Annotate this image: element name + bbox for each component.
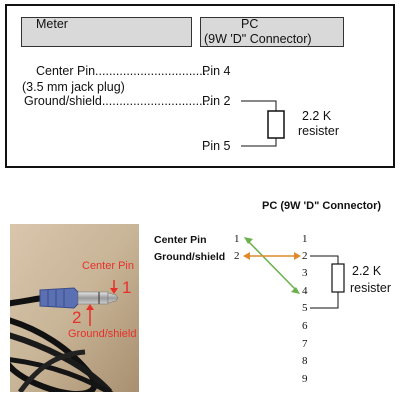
pc-pin-7: 7 bbox=[302, 338, 308, 350]
pc-pin-3: 3 bbox=[302, 267, 308, 279]
jack-plug-photo: Center Pin 1 2 Ground/shield bbox=[10, 224, 139, 392]
lower-wire-pin5 bbox=[310, 292, 339, 309]
pc-header-box bbox=[200, 17, 344, 47]
green-wire bbox=[247, 240, 297, 291]
pc-connector-title: PC (9W 'D" Connector) bbox=[262, 200, 382, 212]
photo-ground-label: Ground/shield bbox=[68, 328, 137, 340]
lower-wire-pin2 bbox=[310, 255, 339, 264]
pc-connector-header: (9W 'D" Connector) bbox=[204, 32, 312, 46]
top-resistor bbox=[267, 110, 285, 139]
center-pin-connection: Center Pin..............................… bbox=[36, 64, 210, 78]
pc-pin-5: 5 bbox=[302, 302, 308, 314]
lower-wiring bbox=[243, 237, 345, 309]
wiring-diagram-frame bbox=[5, 4, 395, 168]
top-resistor-label: resister bbox=[298, 124, 339, 138]
pin-5-label: Pin 5 bbox=[202, 139, 231, 153]
pc-header: PC bbox=[241, 17, 259, 31]
meter-header-box bbox=[21, 17, 192, 47]
photo-marker-2: 2 bbox=[72, 308, 82, 327]
pin-2-label: Pin 2 bbox=[202, 94, 231, 108]
orange-wire-arrow-start bbox=[243, 252, 250, 260]
pc-pin-8: 8 bbox=[302, 355, 308, 367]
lower-resistor-value: 2.2 K bbox=[352, 264, 382, 278]
lower-resistor-label: resister bbox=[350, 281, 391, 295]
pc-pin-4: 4 bbox=[302, 285, 308, 297]
photo-center-pin-label: Center Pin bbox=[82, 260, 134, 272]
top-resistor-wiring bbox=[241, 100, 285, 147]
top-wire-pin5 bbox=[241, 138, 277, 147]
meter-pin-1: 1 bbox=[234, 233, 240, 245]
center-pin-label: Center Pin bbox=[154, 234, 207, 246]
meter-header: Meter bbox=[36, 17, 68, 31]
lower-resistor bbox=[331, 263, 345, 293]
ground-shield-label: Ground/shield bbox=[154, 251, 226, 263]
pc-pin-9: 9 bbox=[302, 373, 308, 385]
jack-plug-note: (3.5 mm jack plug) bbox=[22, 80, 125, 94]
photo-marker-1: 1 bbox=[122, 278, 132, 297]
ground-connection: Ground/shield...........................… bbox=[24, 94, 213, 108]
orange-wire-arrow-end bbox=[294, 252, 301, 260]
green-wire-arrow-end bbox=[291, 287, 300, 294]
green-wire-arrow-start bbox=[244, 237, 253, 244]
pc-pin-2: 2 bbox=[302, 250, 308, 262]
jack-plug-image bbox=[10, 224, 139, 392]
top-resistor-value: 2.2 K bbox=[302, 109, 332, 123]
pin-4-label: Pin 4 bbox=[202, 64, 231, 78]
pc-pin-6: 6 bbox=[302, 320, 308, 332]
meter-pin-2: 2 bbox=[234, 250, 240, 262]
pc-pin-1: 1 bbox=[302, 233, 308, 245]
top-wire-pin2 bbox=[241, 100, 277, 111]
